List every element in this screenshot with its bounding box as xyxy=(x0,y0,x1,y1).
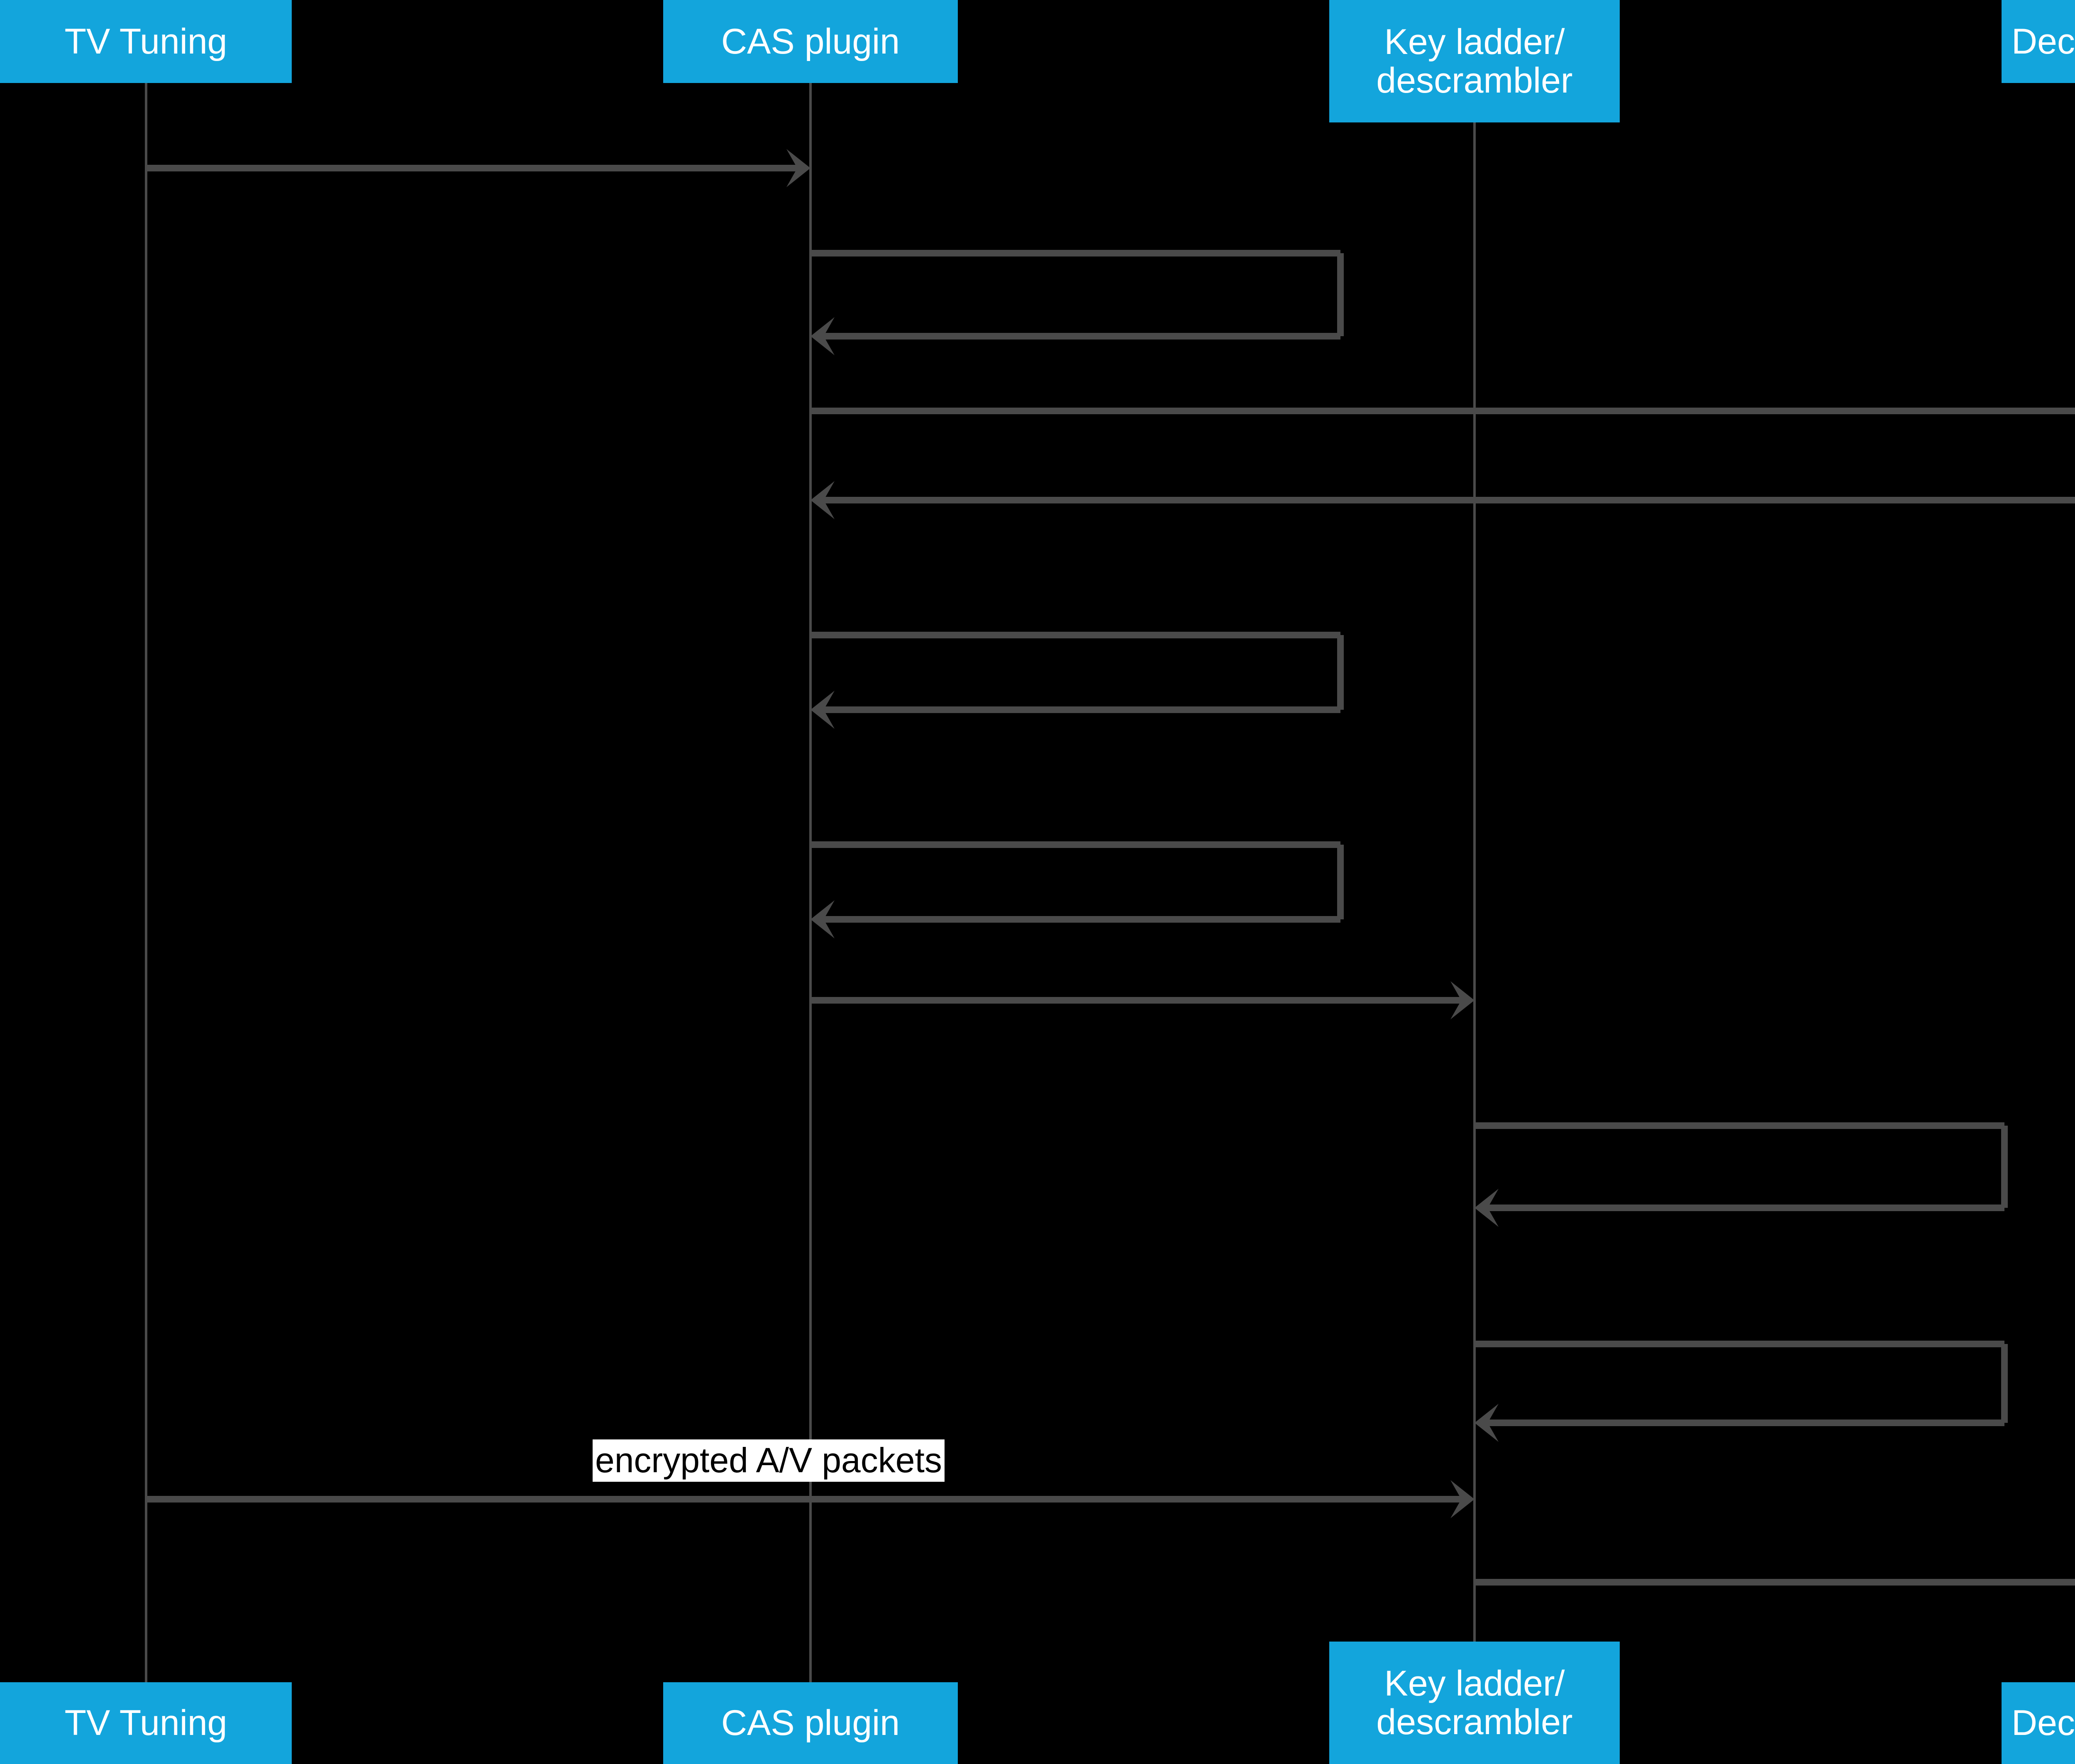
message-label-m10: encrypted A/V packets xyxy=(593,1439,945,1482)
arrowhead xyxy=(1474,1404,1499,1442)
message-m8 xyxy=(1474,1122,2008,1227)
actor-label-cas-plugin-bottom: CAS plugin xyxy=(721,1703,900,1743)
actor-label-cas-plugin-top: CAS plugin xyxy=(721,21,900,61)
message-m11 xyxy=(1474,1579,2075,1586)
actor-label-key-ladder-bottom: Key ladder/ descrambler xyxy=(1376,1663,1573,1742)
message-m9 xyxy=(1474,1341,2008,1442)
arrowhead xyxy=(1450,981,1474,1019)
message-m6 xyxy=(810,841,1344,938)
actor-box-decode-display-top[interactable]: Decode, display xyxy=(2002,0,2075,83)
actor-box-tv-tuning-bottom[interactable]: TV Tuning xyxy=(0,1682,292,1764)
actor-label-decode-display-bottom: Decode, display xyxy=(2012,1703,2075,1743)
arrowhead xyxy=(810,900,835,938)
actor-box-tv-tuning-top[interactable]: TV Tuning xyxy=(0,0,292,83)
lifelines-group xyxy=(145,83,1476,1682)
actor-label-tv-tuning-bottom: TV Tuning xyxy=(64,1703,227,1743)
message-m1 xyxy=(146,149,810,187)
message-m7 xyxy=(810,981,1474,1019)
message-m3 xyxy=(810,408,2075,414)
arrowhead xyxy=(1450,1480,1474,1518)
arrowhead xyxy=(810,481,835,519)
message-m5 xyxy=(810,632,1344,729)
arrowhead xyxy=(1474,1189,1499,1227)
actor-box-cas-plugin-top[interactable]: CAS plugin xyxy=(663,0,958,83)
actor-label-decode-display-top: Decode, display xyxy=(2012,21,2075,61)
messages-group xyxy=(146,149,2075,1586)
actor-label-key-ladder-top: Key ladder/ descrambler xyxy=(1376,22,1573,100)
actor-box-key-ladder-top[interactable]: Key ladder/ descrambler xyxy=(1329,0,1620,122)
message-m4 xyxy=(810,481,2075,519)
actor-box-decode-display-bottom[interactable]: Decode, display xyxy=(2002,1682,2075,1764)
actor-label-tv-tuning-top: TV Tuning xyxy=(64,21,227,61)
actor-box-cas-plugin-bottom[interactable]: CAS plugin xyxy=(663,1682,958,1764)
message-m2 xyxy=(810,250,1344,355)
actor-box-key-ladder-bottom[interactable]: Key ladder/ descrambler xyxy=(1329,1642,1620,1764)
message-m10 xyxy=(146,1480,1474,1518)
arrowhead xyxy=(810,691,835,729)
arrowhead xyxy=(786,149,810,187)
arrowhead xyxy=(810,317,835,355)
